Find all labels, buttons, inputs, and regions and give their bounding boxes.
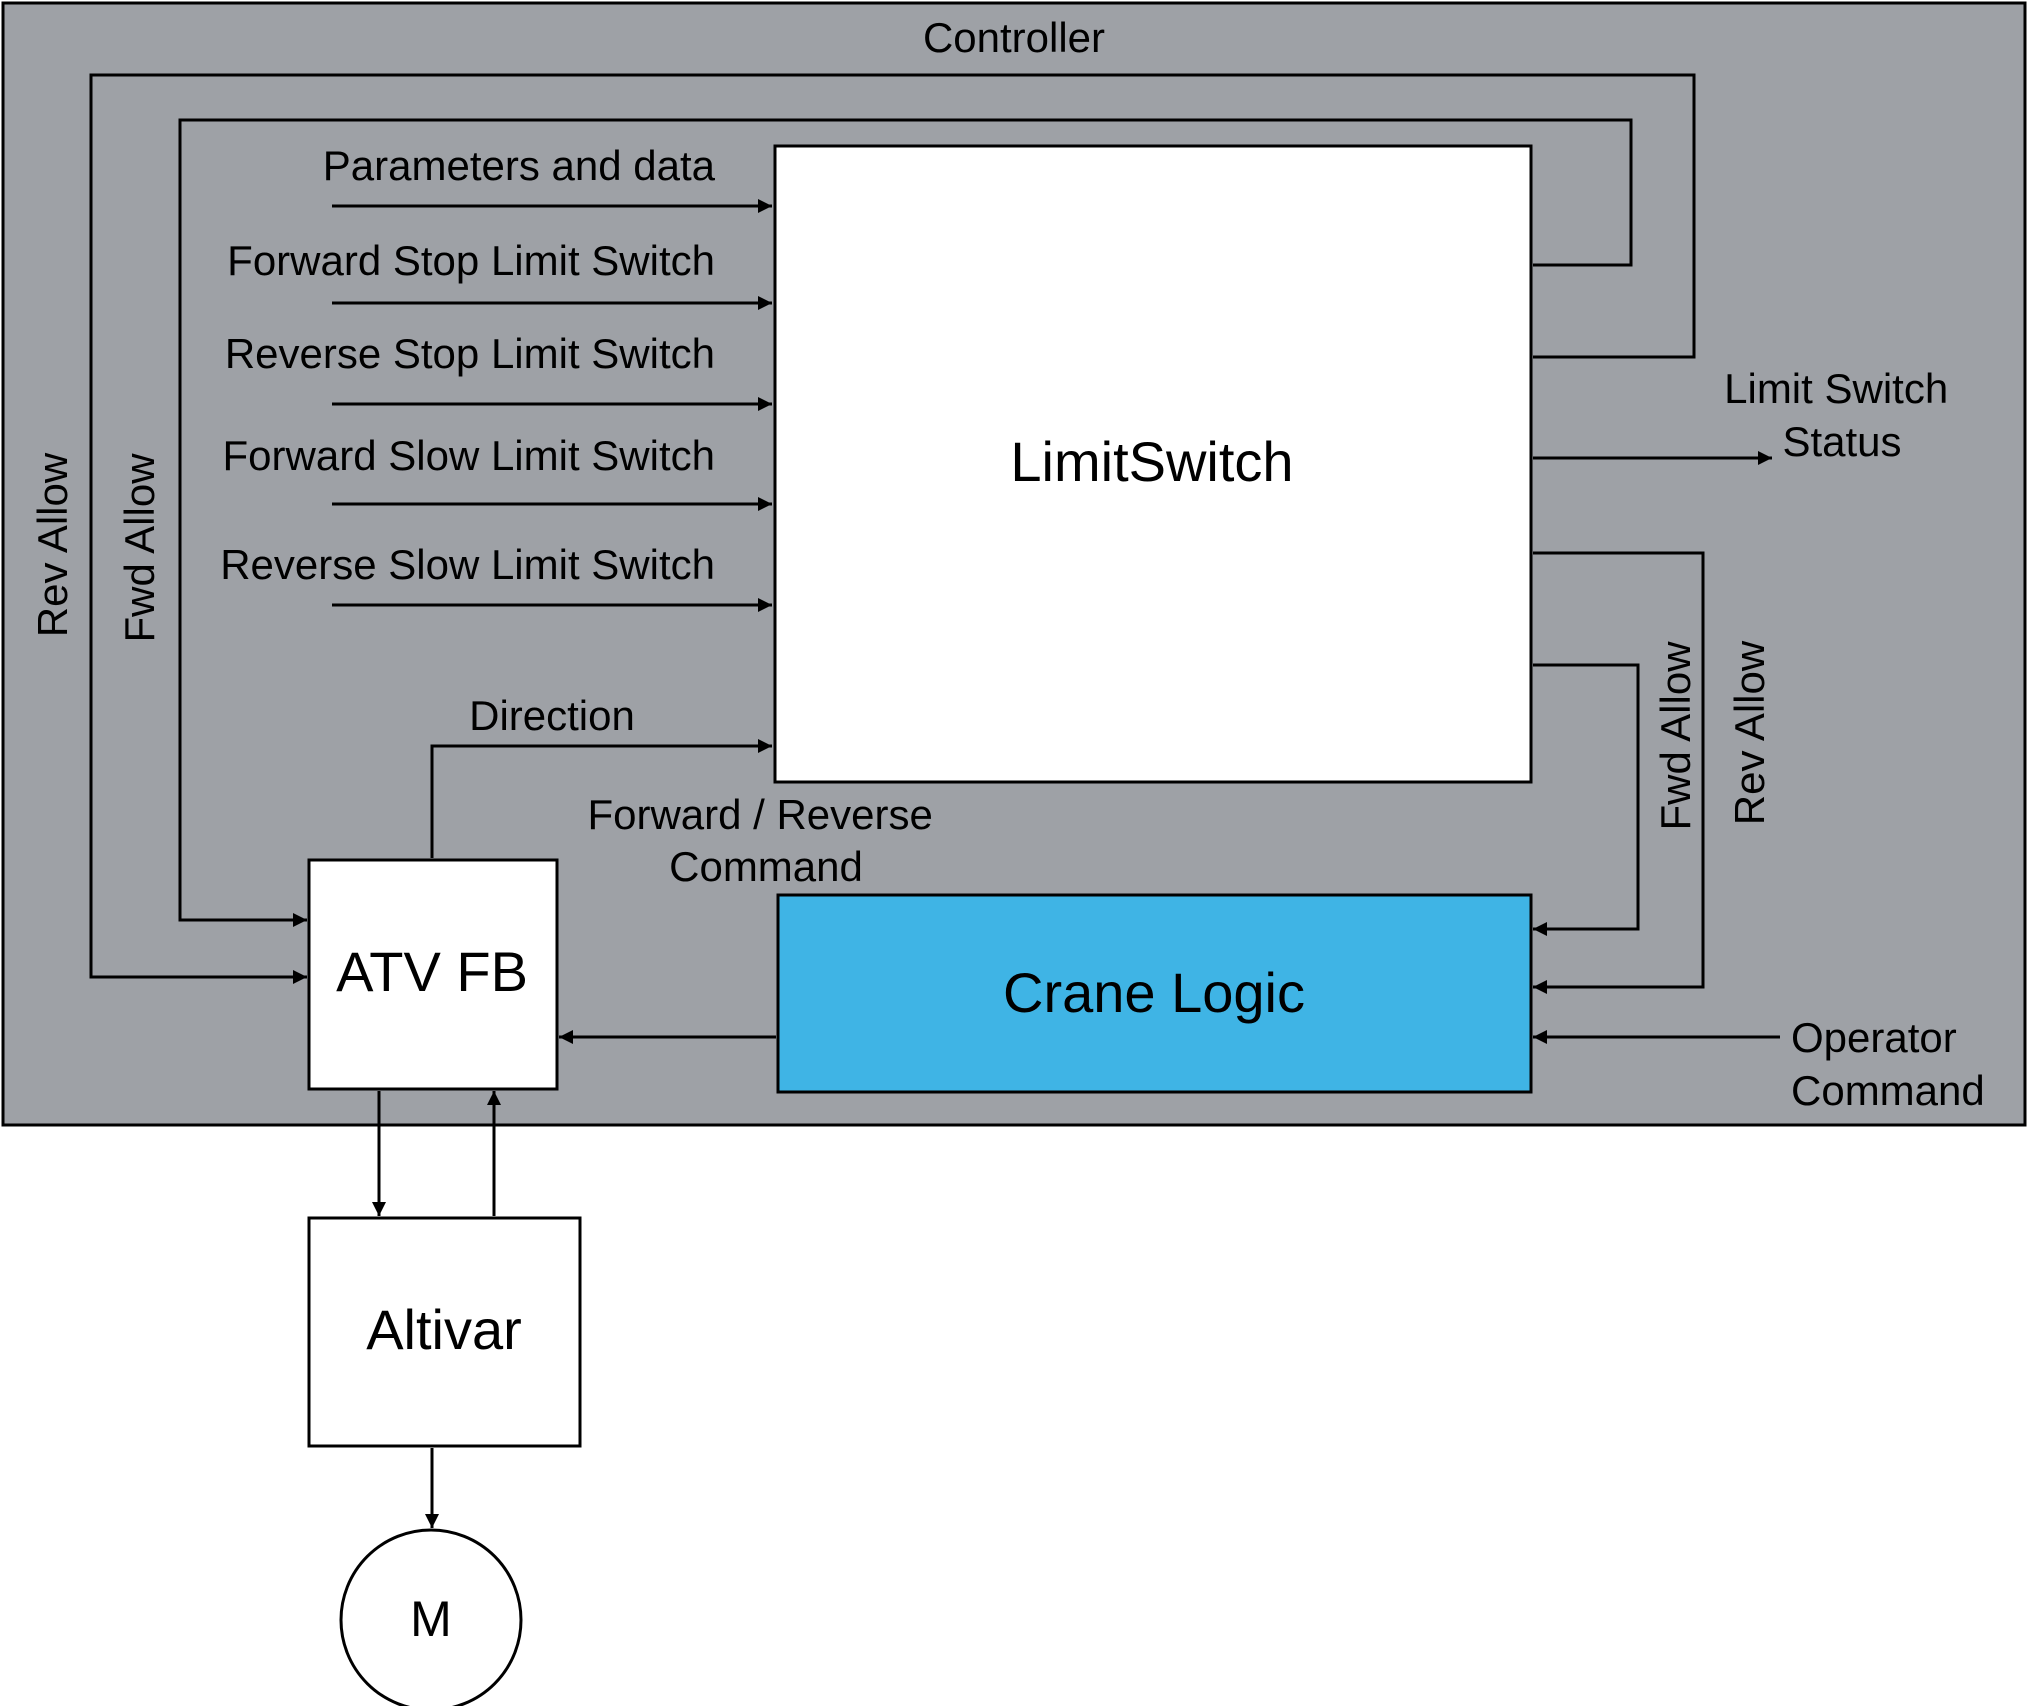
limit-switch-status-line-1: Limit Switch: [1724, 365, 1948, 412]
forward-reverse-command-label: Forward / Reverse Command: [587, 791, 944, 890]
limitswitch-label: LimitSwitch: [1010, 430, 1293, 493]
limit-switch-status-label: Limit Switch Status: [1724, 365, 1960, 465]
direction-label: Direction: [469, 692, 635, 739]
motor-label: M: [410, 1591, 452, 1647]
rev-allow-to-crane-wire: [1533, 551, 1705, 994]
rev-allow-right-label: Rev Allow: [1726, 640, 1773, 825]
atv-fb-block: [307, 858, 559, 1091]
rev-allow-feedback-wire: [89, 73, 1696, 984]
reverse-slow-label: Reverse Slow Limit Switch: [220, 541, 715, 588]
forward-reverse-command-line-1: Forward / Reverse: [587, 791, 932, 838]
forward-stop-label: Forward Stop Limit Switch: [227, 237, 715, 284]
operator-command-label: Operator Command: [1791, 1014, 1985, 1114]
forward-slow-label: Forward Slow Limit Switch: [223, 432, 715, 479]
atv-fb-label: ATV FB: [336, 940, 528, 1003]
fwd-allow-right-label: Fwd Allow: [1652, 641, 1699, 831]
crane-logic-block: [776, 893, 1533, 1094]
operator-command-line-2: Command: [1791, 1067, 1985, 1114]
parameters-label: Parameters and data: [323, 142, 716, 189]
rev-allow-left-label: Rev Allow: [29, 452, 76, 637]
forward-reverse-command-line-2: Command: [669, 843, 863, 890]
altivar-block: [307, 1216, 582, 1448]
fwd-allow-feedback-wire: [178, 118, 1633, 927]
limit-switch-status-line-2: Status: [1782, 418, 1901, 465]
direction-arrow: [430, 739, 772, 858]
controller-label: Controller: [923, 14, 1105, 61]
altivar-label: Altivar: [366, 1298, 522, 1361]
fwd-allow-left-label: Fwd Allow: [116, 453, 163, 643]
fwd-allow-to-crane-wire: [1533, 663, 1640, 936]
reverse-stop-label: Reverse Stop Limit Switch: [225, 330, 715, 377]
operator-command-line-1: Operator: [1791, 1014, 1957, 1061]
crane-logic-label: Crane Logic: [1003, 961, 1305, 1024]
limitswitch-block: [773, 144, 1533, 784]
motor-circle: [339, 1528, 523, 1706]
